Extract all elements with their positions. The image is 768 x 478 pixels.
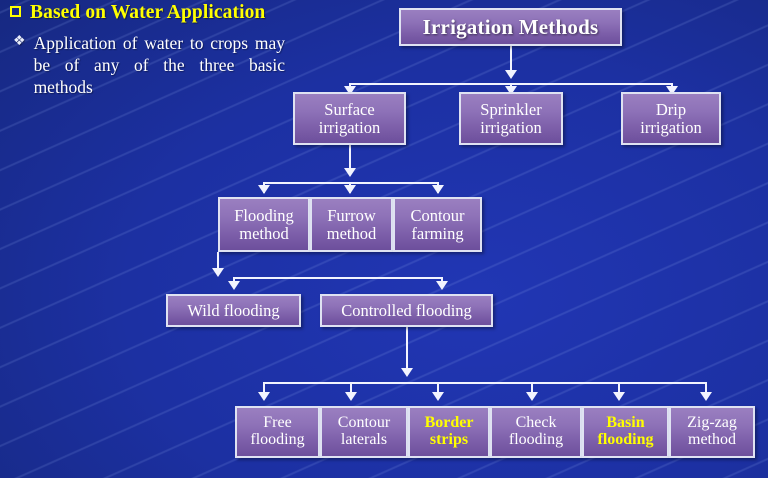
node-label-line2: method (326, 223, 377, 243)
connector-controlled-stem (406, 327, 408, 374)
node-furrow-method[interactable]: Furrow method (310, 197, 393, 252)
slide-body-paragraph: ❖ Application of water to crops may be o… (13, 32, 285, 120)
connector-level4-drop-contour-laterals (350, 382, 352, 398)
node-irrigation-methods[interactable]: Irrigation Methods (399, 8, 622, 46)
node-zigzag-method[interactable]: Zig-zag method (669, 406, 755, 458)
connector-level4-drop-border (437, 382, 439, 398)
node-label-line2: irrigation (640, 117, 702, 137)
node-label-line1: Contour (337, 414, 391, 432)
node-free-flooding[interactable]: Free flooding (235, 406, 320, 458)
connector-surface-stem-arrow (344, 168, 356, 177)
node-drip-irrigation[interactable]: Drip irrigation (621, 92, 721, 145)
connector-level4-drop-zigzag (705, 382, 707, 398)
node-label-line2: method (239, 223, 289, 243)
connector-arrow-basin (613, 392, 625, 401)
node-label: Irrigation Methods (422, 14, 599, 39)
connector-arrow-contour-laterals (345, 392, 357, 401)
connector-arrow-contour (432, 185, 444, 194)
node-label-line1: Contour (410, 206, 465, 226)
connector-level4-drop-free (263, 382, 265, 398)
slide-heading-text: Based on Water Application (30, 2, 266, 23)
connector-arrow-wild (228, 281, 240, 290)
node-label-line2: flooding (508, 431, 564, 448)
node-label-line2: flooding (250, 431, 305, 448)
node-wild-flooding[interactable]: Wild flooding (166, 294, 301, 327)
slide-heading: Based on Water Application (10, 2, 265, 24)
connector-arrow-surface (344, 86, 356, 95)
node-label: Controlled flooding (341, 300, 472, 320)
node-label-line1: Furrow (327, 206, 376, 226)
node-label-line1: Sprinkler (480, 100, 542, 120)
node-label-line2: laterals (340, 431, 388, 448)
connector-flooding-stem (217, 252, 219, 274)
connector-arrow-flooding (258, 185, 270, 194)
connector-surface-stem (349, 145, 351, 173)
connector-arrow-border (432, 392, 444, 401)
connector-arrow-drip (666, 86, 678, 95)
node-label-line1: Border (424, 414, 474, 432)
node-label-line2: irrigation (318, 117, 381, 137)
connector-level3-bus (233, 277, 443, 279)
connector-flooding-stem-arrow (212, 268, 224, 277)
node-label-line1: Basin (606, 414, 645, 432)
node-label-line2: farming (411, 223, 464, 243)
diamond-bullet-icon: ❖ (13, 34, 26, 49)
node-label-line1: Flooding (234, 206, 294, 226)
node-sprinkler-irrigation[interactable]: Sprinkler irrigation (459, 92, 563, 145)
connector-arrow-controlled (436, 281, 448, 290)
connector-arrow-furrow (344, 185, 356, 194)
connector-arrow-zigzag (700, 392, 712, 401)
node-label-line1: Drip (655, 100, 687, 120)
node-contour-laterals[interactable]: Contour laterals (320, 406, 408, 458)
node-label: Wild flooding (187, 300, 280, 320)
node-check-flooding[interactable]: Check flooding (490, 406, 582, 458)
node-surface-irrigation[interactable]: Surface irrigation (293, 92, 406, 145)
hollow-square-bullet-icon (10, 6, 21, 17)
connector-level4-bus (263, 382, 705, 384)
node-controlled-flooding[interactable]: Controlled flooding (320, 294, 493, 327)
connector-root-stem-arrow (505, 70, 517, 79)
node-label-line2: irrigation (480, 117, 542, 137)
node-label-line2: flooding (597, 431, 654, 448)
node-label-line1: Zig-zag (687, 414, 737, 432)
node-flooding-method[interactable]: Flooding method (218, 197, 310, 252)
node-basin-flooding[interactable]: Basin flooding (582, 406, 669, 458)
connector-level4-drop-check (531, 382, 533, 398)
slide-body-text: Application of water to crops may be of … (33, 33, 285, 98)
connector-level4-drop-basin (618, 382, 620, 398)
connector-controlled-stem-arrow (401, 368, 413, 377)
connector-arrow-sprinkler (505, 86, 517, 95)
connector-root-stem (510, 46, 512, 74)
node-label-line1: Surface (324, 100, 375, 120)
connector-arrow-free (258, 392, 270, 401)
node-border-strips[interactable]: Border strips (408, 406, 490, 458)
node-contour-farming[interactable]: Contour farming (393, 197, 482, 252)
connector-arrow-check (526, 392, 538, 401)
node-label-line1: Check (515, 414, 557, 432)
node-label-line1: Free (263, 414, 292, 432)
node-label-line2: method (688, 431, 736, 448)
node-label-line2: strips (429, 431, 469, 448)
